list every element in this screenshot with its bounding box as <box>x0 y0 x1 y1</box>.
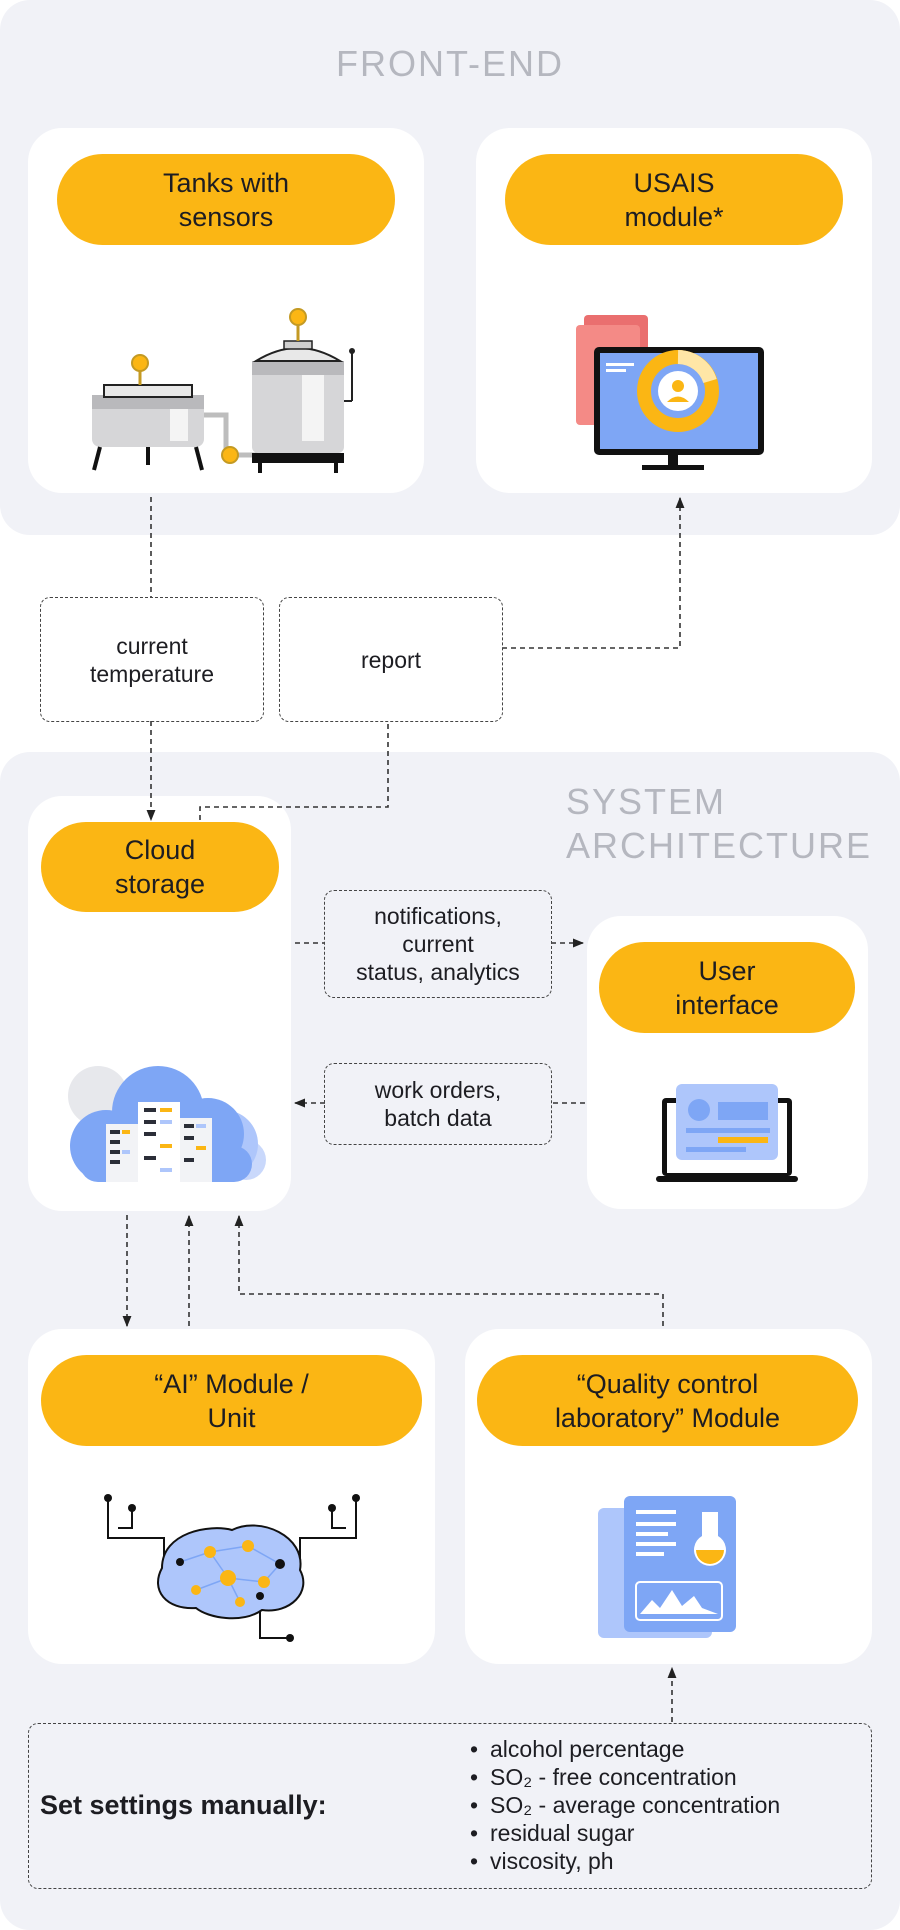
ai-node-label: “AI” Module / Unit <box>41 1355 422 1446</box>
brain-illustration <box>104 1494 360 1642</box>
ui-node-label: User interface <box>599 942 855 1033</box>
frontend-title: FRONT-END <box>336 43 564 84</box>
cloud-illustration <box>68 1066 266 1182</box>
tanks-node-label: Tanks with sensors <box>57 154 395 245</box>
system-title: SYSTEM ARCHITECTURE <box>566 781 873 866</box>
notifications-box: notifications, current status, analytics <box>324 890 552 998</box>
settings-list: alcohol percentage SO₂ - free concentrat… <box>466 1735 780 1875</box>
usais-illustration <box>576 315 764 470</box>
settings-item: viscosity, ph <box>466 1847 780 1875</box>
usais-node-label: USAIS module* <box>505 154 843 245</box>
lab-report-illustration <box>598 1496 736 1638</box>
settings-item: residual sugar <box>466 1819 780 1847</box>
tanks-illustration <box>92 308 355 473</box>
settings-item: SO₂ - free concentration <box>466 1763 780 1791</box>
settings-item: alcohol percentage <box>466 1735 780 1763</box>
laptop-illustration <box>656 1084 798 1182</box>
settings-item: SO₂ - average concentration <box>466 1791 780 1819</box>
settings-label: Set settings manually: <box>40 1790 327 1820</box>
cloud-node-label: Cloud storage <box>41 822 279 912</box>
settings-box <box>28 1723 872 1889</box>
qc-node-label: “Quality control laboratory” Module <box>477 1355 858 1446</box>
report-box: report <box>279 597 503 722</box>
current-temperature-box: current temperature <box>40 597 264 722</box>
work-orders-box: work orders, batch data <box>324 1063 552 1145</box>
